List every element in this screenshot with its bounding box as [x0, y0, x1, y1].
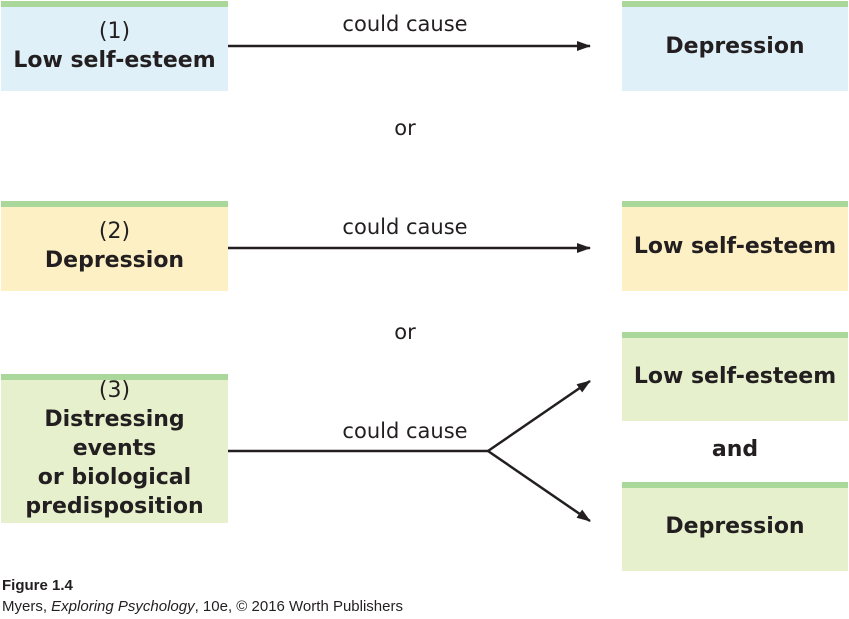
row1-right-box: Depression: [622, 1, 848, 91]
row2-right-label: Low self-esteem: [633, 233, 837, 259]
row3-left-bar: [1, 374, 228, 380]
figure-credit: Myers, Exploring Psychology, 10e, © 2016…: [2, 598, 403, 615]
arrow-row3-up: [487, 379, 591, 453]
figure-title: Figure 1.4: [2, 577, 73, 594]
row1-left-box: (1) Low self-esteem: [1, 1, 228, 91]
row1-right-label: Depression: [665, 33, 805, 59]
row1-left-bar: [1, 1, 228, 7]
row1-right-bar: [622, 1, 848, 7]
row3-number: (3): [98, 377, 131, 403]
row3-right-top-label: Low self-esteem: [633, 364, 837, 389]
or-divider-1: or: [394, 116, 416, 140]
row2-left-bar: [1, 201, 228, 207]
row3-joiner: and: [711, 437, 759, 462]
row2-number: (2): [98, 218, 131, 244]
row3-right-bottom-box: Depression: [622, 482, 848, 571]
row2-right-box: Low self-esteem: [622, 201, 848, 291]
row3-left-label-line3: predisposition: [25, 493, 204, 519]
row1-number: (1): [98, 18, 131, 44]
row2-left-box: (2) Depression: [1, 201, 228, 291]
row3-right-bottom-label: Depression: [665, 514, 805, 539]
row3-left-label-line1: Distressing events: [44, 406, 185, 461]
credit-book: Exploring Psychology: [51, 598, 195, 615]
credit-author: Myers,: [2, 598, 52, 615]
arrow-row3-down: [487, 449, 591, 523]
row3-right-top-bar: [622, 332, 848, 338]
row2-left-label: Depression: [44, 247, 185, 273]
row3-left-label-line2: or biological: [37, 464, 192, 490]
credit-rest: , 10e, © 2016 Worth Publishers: [194, 598, 403, 615]
or-divider-2: or: [394, 320, 416, 344]
row3-right-top-box: Low self-esteem: [622, 332, 848, 421]
row3-right-bottom-bar: [622, 482, 848, 488]
row2-right-bar: [622, 201, 848, 207]
row3-arrow-label: could cause: [342, 419, 468, 443]
row1-left-label: Low self-esteem: [13, 47, 216, 73]
row1-arrow-label: could cause: [342, 12, 468, 36]
row3-left-box: (3) Distressing events or biological pre…: [1, 374, 228, 523]
row2-arrow-label: could cause: [342, 215, 468, 239]
